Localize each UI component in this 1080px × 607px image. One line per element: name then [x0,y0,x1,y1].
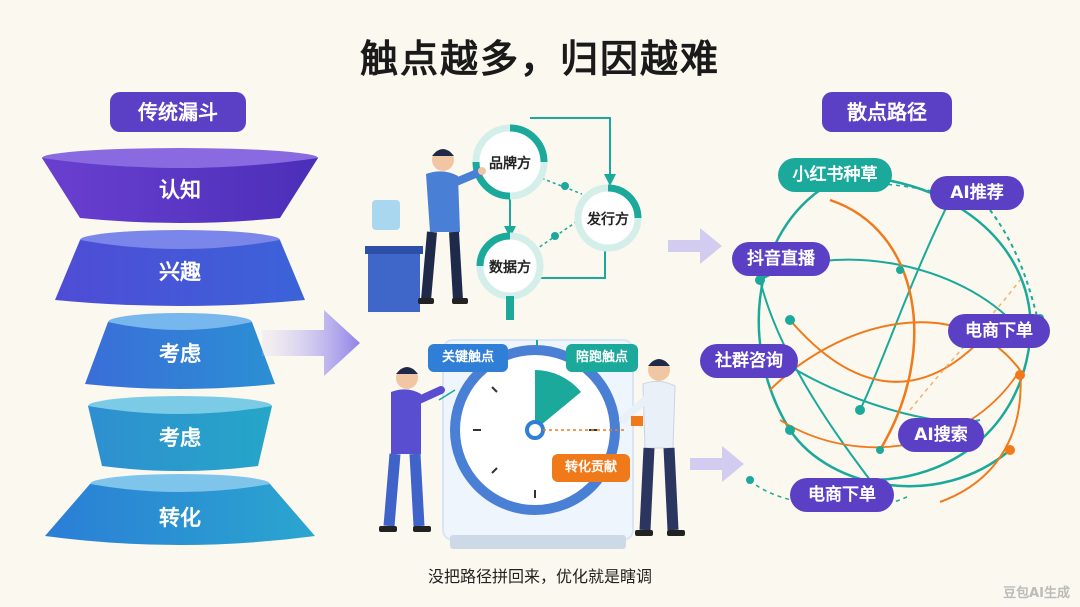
arrow-right-icon [668,228,722,264]
funnel-stage-interest: 兴趣 [40,230,320,310]
cycle-node-publisher: 发行方 [587,212,629,228]
cycle-diagram [365,117,642,320]
funnel-heading: 传统漏斗 [110,92,246,132]
channel-ecommerce-order: 电商下单 [948,314,1050,348]
channel-ai-search: AI搜索 [898,418,984,452]
funnel-stage-conversion: 转化 [40,474,320,554]
funnel-stage-awareness: 认知 [40,148,320,228]
tag-companion-touchpoint: 陪跑触点 [566,344,638,372]
funnel-stage-consideration-2: 考虑 [40,396,320,476]
cycle-node-brand: 品牌方 [489,156,531,172]
funnel-stage-label: 考虑 [159,342,201,366]
tag-key-touchpoint: 关键触点 [428,344,508,372]
funnel-stage-consideration: 考虑 [40,312,320,392]
timer-panel [379,339,685,549]
cycle-node-data: 数据方 [489,260,531,276]
arrow-right-icon [262,310,360,376]
channel-ai-recommend: AI推荐 [930,176,1024,210]
channel-community-consult: 社群咨询 [700,344,798,378]
funnel-stage-label: 认知 [159,178,201,202]
page-title: 触点越多，归因越难 [359,37,720,81]
funnel-stage-label: 兴趣 [159,260,201,284]
tag-conversion-contribution: 转化贡献 [552,454,630,482]
channel-xiaohongshu: 小红书种草 [778,158,892,192]
funnel-stage-label: 转化 [159,506,201,530]
funnel-stage-label: 考虑 [159,426,201,450]
channel-ecommerce-order-2: 电商下单 [790,478,894,512]
caption: 没把路径拼回来，优化就是瞎调 [427,567,652,586]
arrow-right-icon [690,446,744,482]
scatter-heading: 散点路径 [822,92,952,132]
watermark: 豆包AI生成 [1003,586,1070,601]
channel-douyin-live: 抖音直播 [732,242,830,276]
